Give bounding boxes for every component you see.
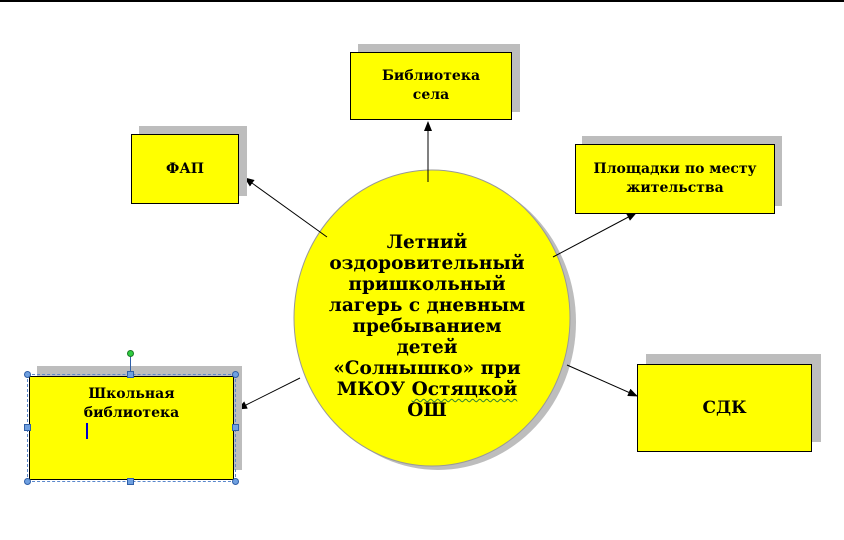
selection-frame [27,374,236,482]
rotate-handle[interactable] [127,350,134,357]
top-border-line [0,0,844,2]
node-library-village[interactable]: Библиотека села [350,52,512,120]
fap-label: ФАП [166,160,204,177]
resize-handle-right[interactable] [232,424,239,431]
resize-handle-bottom-right[interactable] [232,478,239,485]
school-library-line-2: библиотека [83,405,180,421]
resize-handle-top[interactable] [127,371,134,378]
school-library-line-1: Школьная [88,386,175,402]
center-camp-title: Летний оздоровительный пришкольный лагер… [322,232,532,421]
center-school-name: Остяцкой [411,379,518,400]
rotate-handle-stem [130,355,131,374]
center-school-prefix: МКОУ [336,379,412,400]
center-line-4: лагерь с дневным [328,295,526,316]
resize-handle-left[interactable] [24,424,31,431]
center-line-9: ОШ [407,400,447,421]
playgrounds-line-2: жительства [626,180,724,196]
arrow-to-school-library[interactable] [237,377,301,410]
library-village-line-1: Библиотека [381,68,481,84]
arrow-to-fap[interactable] [244,177,328,238]
node-fap[interactable]: ФАП [131,134,239,204]
center-line-7-suffix: при [474,358,521,379]
resize-handle-bottom[interactable] [127,478,134,485]
center-line-8: МКОУ Остяцкой [322,379,532,400]
school-library-line-2-wrap: библиотека [84,404,179,439]
text-cursor [85,423,88,439]
center-line-1: Летний [386,232,468,253]
resize-handle-top-right[interactable] [232,371,239,378]
center-line-3: пришкольный [348,274,506,295]
sdk-label: СДК [702,397,747,418]
center-camp-name: «Солнышко» [333,358,475,379]
resize-handle-bottom-left[interactable] [24,478,31,485]
node-playgrounds[interactable]: Площадки по месту жительства [575,144,775,214]
arrow-to-sdk[interactable] [566,364,638,397]
resize-handle-top-left[interactable] [24,371,31,378]
center-line-2: оздоровительный [329,253,525,274]
library-village-line-2: села [412,87,450,103]
arrow-to-playgrounds[interactable] [552,212,637,258]
playgrounds-line-1: Площадки по месту [593,161,757,177]
center-line-5: пребыванием [352,316,502,337]
center-line-6: детей [396,337,458,358]
center-ellipse[interactable] [293,169,571,467]
center-line-7: «Солнышко» при [322,358,532,379]
node-sdk[interactable]: СДК [637,364,812,452]
